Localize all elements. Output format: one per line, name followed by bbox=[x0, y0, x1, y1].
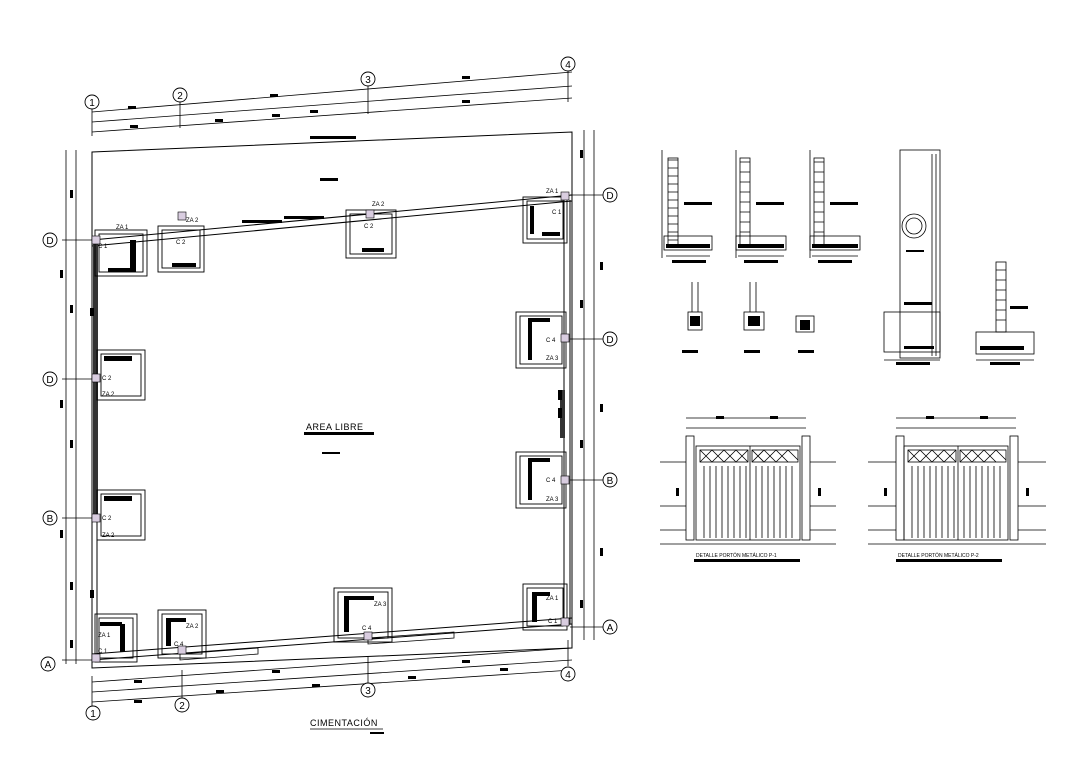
bottom-dimension-lines bbox=[91, 640, 573, 706]
footing-rebar bbox=[90, 206, 562, 652]
svg-text:ZA 2: ZA 2 bbox=[186, 624, 199, 630]
svg-text:C 4: C 4 bbox=[362, 626, 372, 632]
svg-text:C 4: C 4 bbox=[174, 642, 184, 648]
svg-text:4: 4 bbox=[565, 60, 571, 71]
svg-text:D: D bbox=[46, 375, 53, 386]
svg-text:ZA 2: ZA 2 bbox=[372, 202, 385, 208]
svg-text:ZA 1: ZA 1 bbox=[116, 225, 129, 231]
area-libre-underline bbox=[304, 432, 374, 435]
axis-bubbles-left: D D B A bbox=[40, 232, 58, 672]
gate-detail-1 bbox=[660, 417, 836, 545]
svg-text:ZA 1: ZA 1 bbox=[546, 189, 559, 195]
svg-text:4: 4 bbox=[565, 670, 571, 681]
right-dimension-ticks bbox=[580, 150, 603, 608]
wall-section-details bbox=[661, 149, 1035, 361]
svg-text:C 2: C 2 bbox=[102, 516, 112, 522]
svg-text:ZA 1: ZA 1 bbox=[546, 596, 559, 602]
axis-bubbles-right: D D B A bbox=[602, 187, 618, 635]
svg-text:C 2: C 2 bbox=[176, 240, 186, 246]
svg-text:D: D bbox=[606, 191, 613, 202]
svg-text:B: B bbox=[47, 514, 54, 525]
svg-text:C 2: C 2 bbox=[364, 224, 374, 230]
svg-text:ZA 3: ZA 3 bbox=[546, 356, 559, 362]
svg-text:ZA 2: ZA 2 bbox=[102, 533, 115, 539]
svg-text:2: 2 bbox=[177, 91, 183, 102]
plan-title-scale-bar bbox=[370, 732, 384, 734]
svg-text:B: B bbox=[607, 476, 614, 487]
gate-1-caption: DETALLE PORTÓN METÁLICO P-1 bbox=[696, 552, 777, 559]
plan-title: CIMENTACIÓN bbox=[310, 718, 378, 728]
axis-bubbles-bottom: 1 2 3 4 bbox=[85, 666, 576, 721]
footings bbox=[94, 196, 568, 663]
svg-text:C 1: C 1 bbox=[98, 649, 108, 655]
bottom-dimension-ticks bbox=[134, 660, 508, 703]
footing-labels: ZA 1 C 1 ZA 2 C 2 ZA 2 C 2 ZA 1 C 1 ZA 2… bbox=[98, 189, 562, 655]
svg-text:C 4: C 4 bbox=[546, 338, 556, 344]
svg-text:A: A bbox=[45, 660, 52, 671]
svg-text:C 4: C 4 bbox=[546, 478, 556, 484]
axis-bubbles-top: 1 2 3 4 bbox=[84, 56, 576, 110]
wall-section-fills bbox=[666, 202, 1028, 365]
right-dimension-lines bbox=[570, 130, 604, 640]
svg-text:ZA 2: ZA 2 bbox=[186, 218, 199, 224]
svg-text:D: D bbox=[46, 236, 53, 247]
area-libre-label: AREA LIBRE bbox=[306, 422, 364, 432]
gate-1-caption-underline bbox=[694, 559, 800, 562]
svg-text:3: 3 bbox=[365, 75, 371, 86]
gate-dimension-ticks bbox=[676, 416, 1029, 496]
svg-text:C 2: C 2 bbox=[102, 376, 112, 382]
plan-annotations bbox=[242, 136, 356, 454]
svg-text:2: 2 bbox=[179, 701, 185, 712]
svg-text:ZA 1: ZA 1 bbox=[98, 633, 111, 639]
svg-text:D: D bbox=[606, 335, 613, 346]
svg-text:C 1: C 1 bbox=[98, 244, 108, 250]
right-wall-hatch bbox=[560, 390, 565, 438]
gate-2-caption-underline bbox=[896, 559, 1002, 562]
top-dimension-ticks bbox=[128, 76, 470, 128]
left-dimension-lines bbox=[62, 150, 92, 664]
svg-text:3: 3 bbox=[365, 686, 371, 697]
svg-text:A: A bbox=[607, 623, 614, 634]
svg-text:1: 1 bbox=[89, 98, 95, 109]
plan-outline bbox=[91, 131, 573, 669]
gate-2-caption: DETALLE PORTÓN METÁLICO P-2 bbox=[898, 552, 979, 559]
svg-text:1: 1 bbox=[90, 709, 96, 720]
left-dimension-ticks bbox=[60, 190, 73, 648]
gate-detail-2 bbox=[868, 417, 1046, 545]
svg-text:ZA 2: ZA 2 bbox=[102, 392, 115, 398]
columns bbox=[91, 191, 570, 663]
svg-text:C 1: C 1 bbox=[548, 619, 558, 625]
top-dimension-lines bbox=[91, 70, 573, 136]
svg-text:C 1: C 1 bbox=[552, 210, 562, 216]
svg-text:ZA 3: ZA 3 bbox=[374, 602, 387, 608]
svg-text:ZA 3: ZA 3 bbox=[546, 497, 559, 503]
